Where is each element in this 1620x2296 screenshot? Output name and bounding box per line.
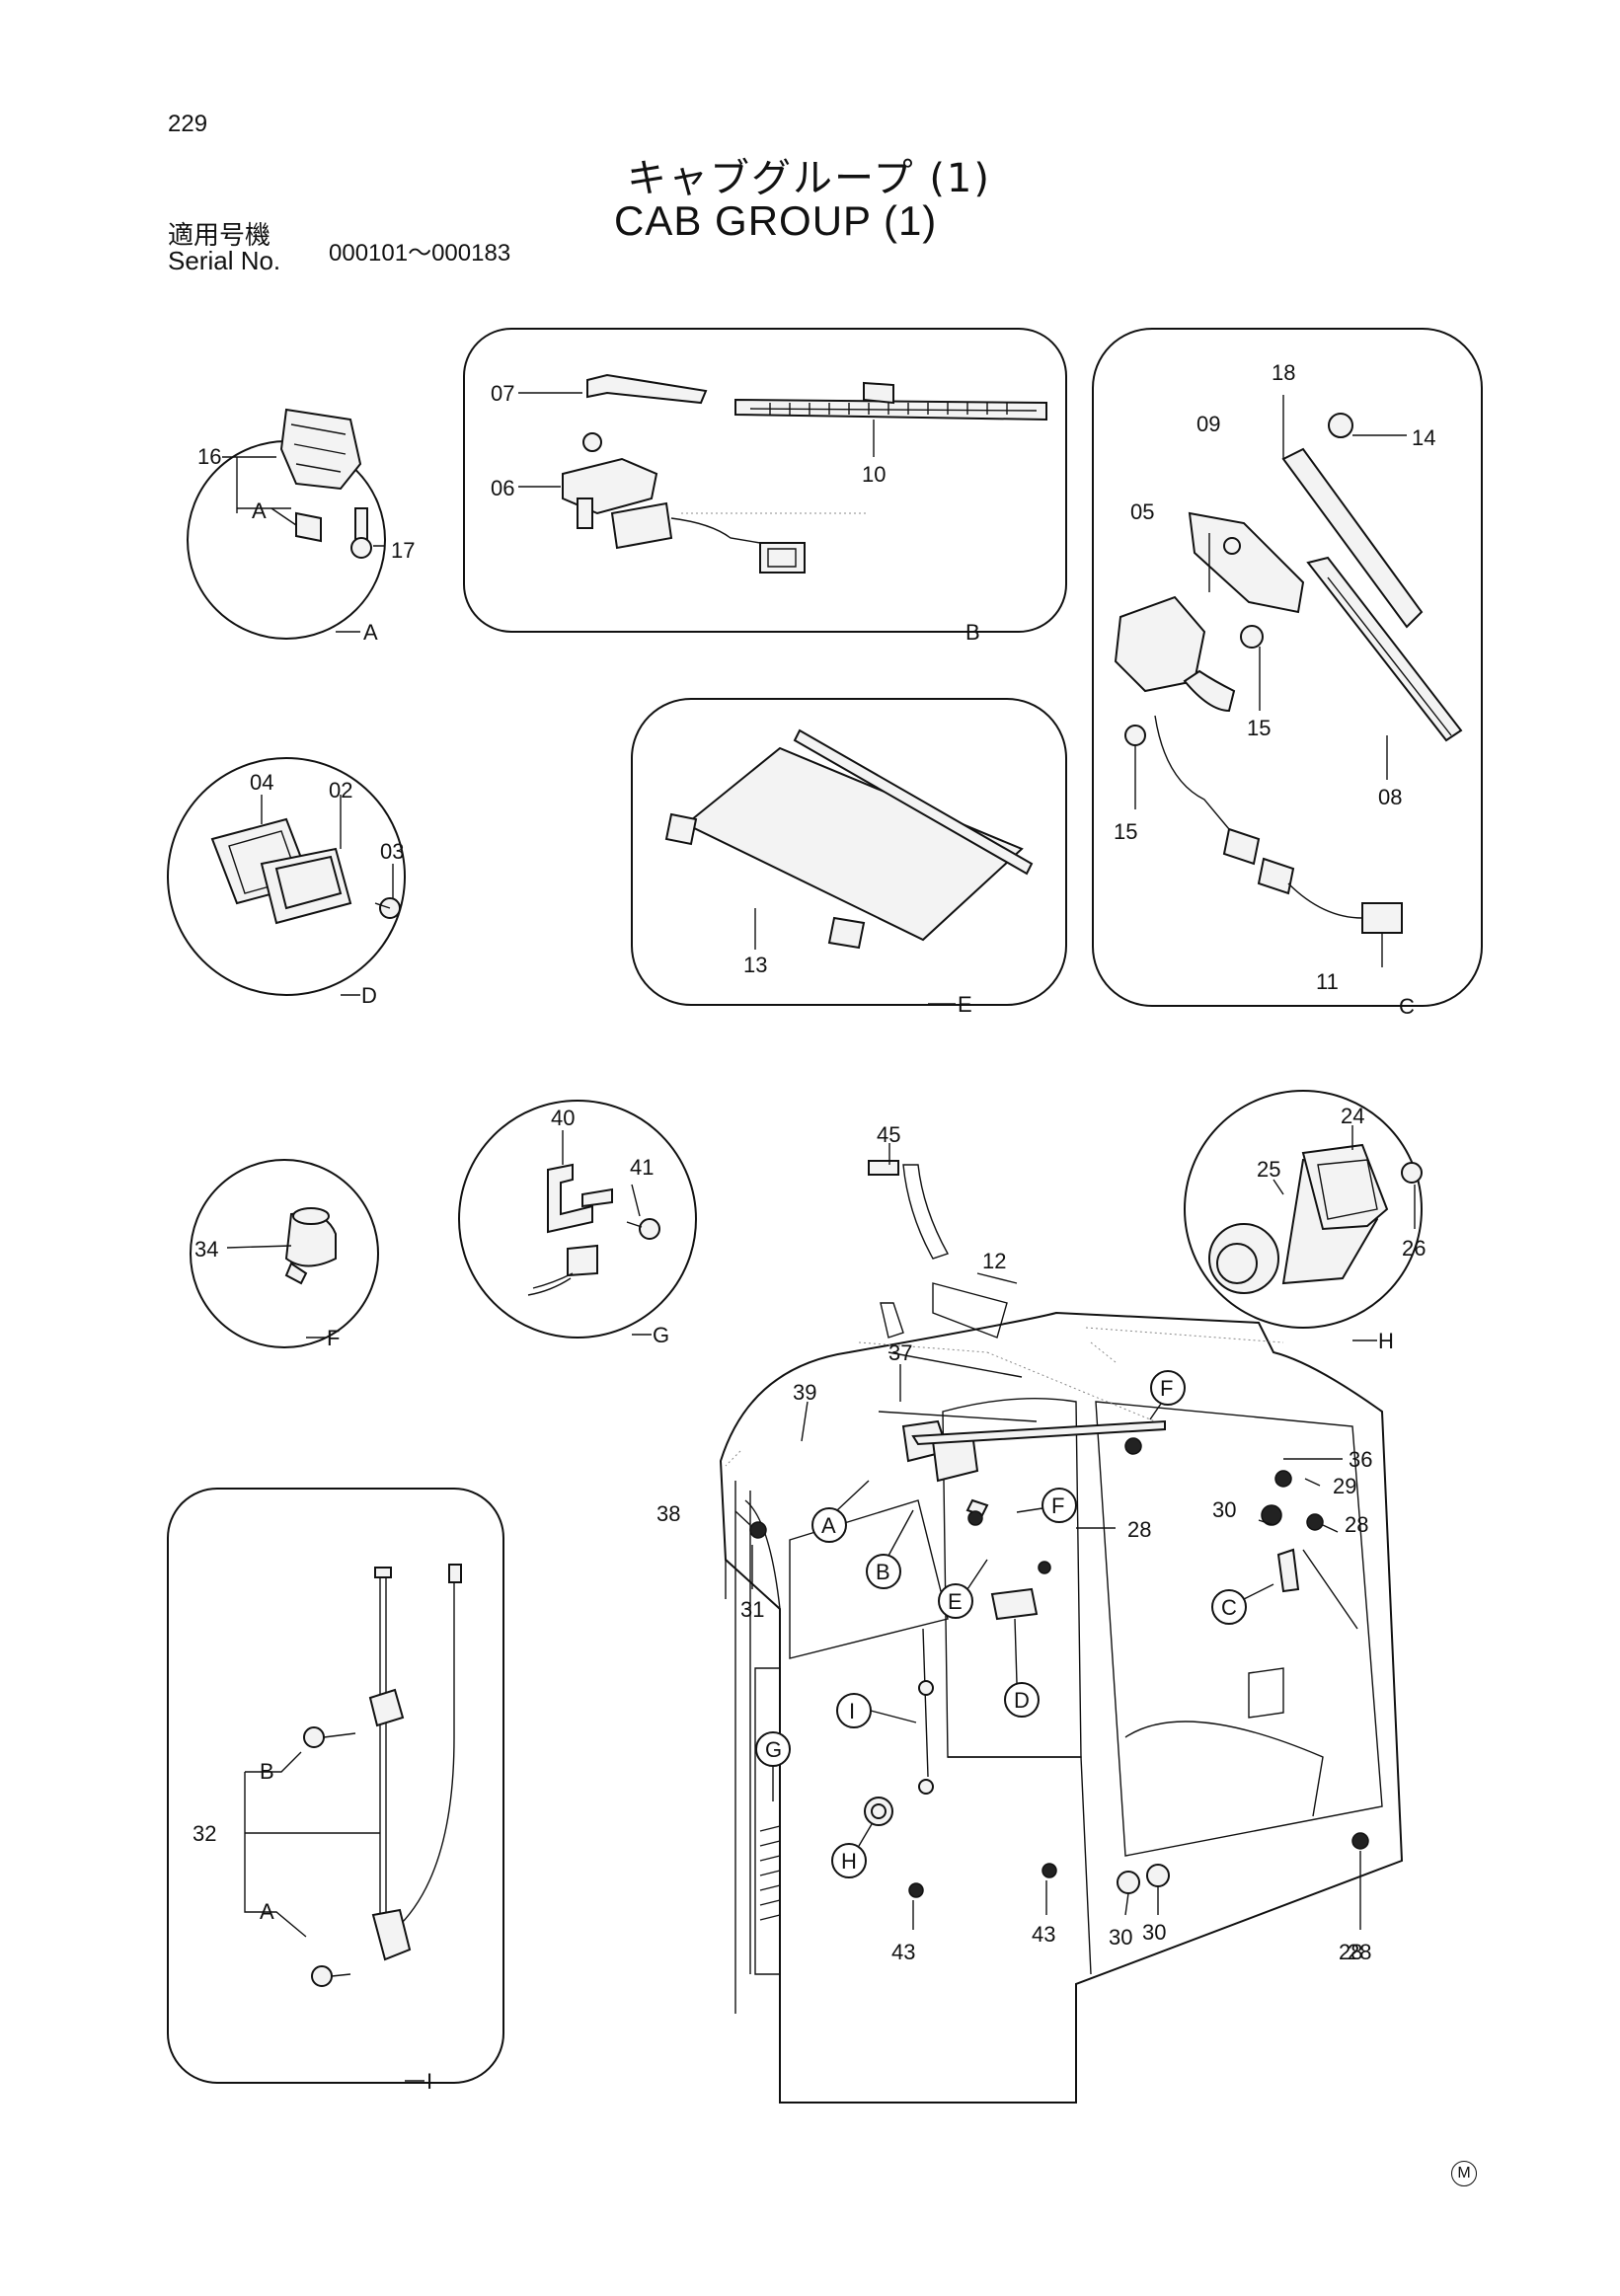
part-label: 11 <box>1316 969 1339 994</box>
callout-f-2: F <box>1016 1488 1077 1523</box>
part-label: 39 <box>793 1380 816 1405</box>
panel-letter: E <box>958 992 972 1017</box>
serial-label: Serial No. <box>168 246 281 275</box>
part-label: 37 <box>888 1340 912 1365</box>
part-label: 02 <box>329 778 352 803</box>
part-label: 30 <box>1109 1925 1132 1950</box>
svg-text:G: G <box>765 1737 782 1762</box>
part-label: 07 <box>491 381 514 406</box>
callout-i: I <box>836 1693 917 1728</box>
part-label: 09 <box>1196 412 1220 436</box>
part-label: 24 <box>1341 1104 1364 1128</box>
page-title-japanese: キャブグループ (1) <box>627 156 991 201</box>
panel-letter: H <box>1378 1329 1394 1353</box>
callout-b: B <box>866 1509 914 1589</box>
part-label: 43 <box>1032 1922 1055 1947</box>
panel-letter: I <box>426 2069 432 2094</box>
part-label: 05 <box>1130 499 1154 524</box>
part-label: 36 <box>1349 1447 1372 1472</box>
serial-range: 000101～000183 <box>329 240 511 267</box>
part-label: 13 <box>743 953 767 977</box>
svg-text:C: C <box>1221 1595 1237 1620</box>
part-label: 30 <box>1212 1497 1236 1522</box>
part-label: 06 <box>491 476 514 500</box>
part-label: 38 <box>656 1501 680 1526</box>
part-label: 45 <box>877 1122 900 1147</box>
part-label: 29 <box>1333 1474 1356 1498</box>
part-label: 34 <box>194 1237 218 1262</box>
panel-letter: F <box>327 1326 340 1350</box>
part-label: 12 <box>982 1249 1006 1273</box>
part-label: 28 <box>1345 1512 1368 1537</box>
part-label: 40 <box>551 1106 575 1130</box>
part-label: 15 <box>1114 819 1137 844</box>
part-label: 08 <box>1378 785 1402 809</box>
part-label: 41 <box>630 1155 654 1180</box>
panel-letter: B <box>965 620 980 645</box>
callout-f-1: F <box>1149 1370 1186 1420</box>
part-label: 26 <box>1402 1236 1426 1261</box>
svg-text:A: A <box>821 1513 836 1538</box>
callout-d: D <box>1004 1618 1040 1718</box>
part-label: 10 <box>862 462 886 487</box>
sub-label: A <box>260 1899 274 1924</box>
panel-letter: D <box>361 983 377 1008</box>
part-label: 43 <box>891 1940 915 1964</box>
detail-panel-b: 07 06 10 B <box>463 328 1067 645</box>
part-label: 16 <box>197 444 221 469</box>
detail-panel-e: 13 E <box>631 698 1067 1017</box>
part-label: 32 <box>193 1821 216 1846</box>
panel-letter: C <box>1399 994 1415 1019</box>
svg-text:D: D <box>1014 1688 1030 1713</box>
callout-c: C <box>1211 1583 1274 1625</box>
panel-letter: G <box>653 1323 669 1347</box>
detail-panel-h: 25 24 26 H <box>1184 1090 1426 1353</box>
panel-letter: A <box>363 620 378 645</box>
part-label: 28 <box>1339 1940 1362 1964</box>
callout-h: H <box>831 1823 873 1878</box>
callout-g: G <box>755 1731 791 1801</box>
page-title: CAB GROUP (1) <box>614 197 938 244</box>
part-label: 25 <box>1257 1157 1280 1182</box>
svg-text:H: H <box>841 1849 857 1874</box>
manufacturer-mark: M <box>1451 2158 1477 2186</box>
svg-text:F: F <box>1051 1493 1064 1518</box>
svg-text:E: E <box>948 1589 963 1614</box>
part-label: 18 <box>1272 360 1295 385</box>
part-label: 03 <box>380 839 404 864</box>
callout-a: A <box>811 1480 870 1543</box>
detail-panel-g: 40 41 G <box>458 1100 697 1347</box>
part-label: 28 <box>1348 1940 1371 1964</box>
detail-panel-d: 04 02 03 D <box>167 757 406 1008</box>
part-label: 17 <box>391 538 415 563</box>
svg-text:B: B <box>876 1560 890 1584</box>
part-label: 04 <box>250 770 273 795</box>
page-number: 229 <box>168 111 208 137</box>
svg-text:I: I <box>849 1699 855 1723</box>
serial-label-japanese: 適用号機 <box>168 221 271 251</box>
part-label: 28 <box>1127 1517 1151 1542</box>
svg-text:F: F <box>1160 1376 1173 1401</box>
sub-label: B <box>260 1759 274 1784</box>
part-label: 15 <box>1247 716 1271 740</box>
cab-main-drawing: 45 12 37 39 36 38 29 28 30 28 31 28 43 4… <box>656 1122 1404 2104</box>
sub-label: A <box>252 498 267 523</box>
detail-panel-f: 34 F <box>190 1159 379 1350</box>
callout-e: E <box>938 1559 988 1619</box>
part-label: 30 <box>1142 1920 1166 1945</box>
detail-panel-i: B 32 A I <box>167 1488 504 2094</box>
part-label: 31 <box>740 1597 764 1622</box>
part-label: 14 <box>1412 425 1435 450</box>
detail-panel-a: 16 A 17 A <box>187 408 415 645</box>
detail-panel-c: 18 09 05 14 15 15 08 11 C <box>1092 328 1483 1019</box>
